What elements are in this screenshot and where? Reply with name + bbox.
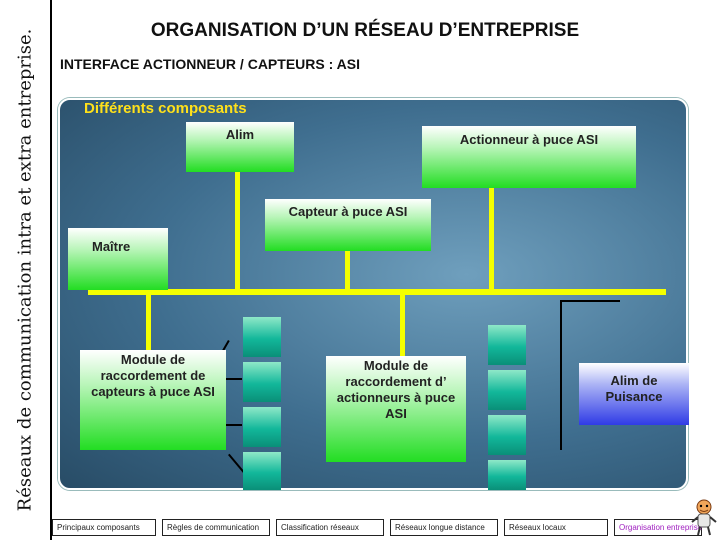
nav-classification-reseaux[interactable]: Classification réseaux [276, 519, 384, 536]
nav-reseaux-longue-distance[interactable]: Réseaux longue distance [390, 519, 498, 536]
alim-puissance-box: Alim de Puisance [579, 363, 689, 425]
bus-drop-module-center [400, 294, 405, 356]
connector-block [488, 370, 526, 410]
main-bus [88, 289, 666, 295]
maitre-box: Maître [68, 228, 168, 290]
bus-drop-alim [235, 172, 240, 292]
connector-block [243, 452, 281, 490]
connector-block [488, 415, 526, 455]
bus-drop-actionneur [489, 188, 494, 292]
footer-nav: Principaux composants Règles de communic… [52, 519, 720, 540]
sidebar-title: Réseaux de communication intra et extra … [14, 28, 36, 512]
connector-block [488, 325, 526, 365]
bus-drop-capteur [345, 236, 350, 292]
nav-principaux-composants[interactable]: Principaux composants [52, 519, 156, 536]
alim-puissance-label: Alim de Puisance [605, 373, 663, 404]
connector-wire-2 [222, 424, 242, 426]
power-wire-vertical [560, 300, 562, 450]
mascot-icon [691, 499, 717, 536]
module-actionneurs-label: Module de raccordement d’ actionneurs à … [336, 358, 456, 421]
actionneur-label: Actionneur à puce ASI [459, 132, 599, 147]
nav-regles-communication[interactable]: Règles de communication [162, 519, 270, 536]
page-title: ORGANISATION D’UN RÉSEAU D’ENTREPRISE [150, 20, 580, 41]
nav-reseaux-locaux[interactable]: Réseaux locaux [504, 519, 608, 536]
connector-block [488, 460, 526, 490]
maitre-label: Maître [92, 239, 131, 254]
page-subtitle: INTERFACE ACTIONNEUR / CAPTEURS : ASI [60, 56, 360, 72]
power-wire-horizontal [560, 300, 620, 302]
capteur-label: Capteur à puce ASI [288, 204, 408, 219]
actionneur-box: Actionneur à puce ASI [422, 126, 636, 188]
alim-label: Alim [225, 127, 255, 142]
module-actionneurs-box: Module de raccordement d’ actionneurs à … [326, 356, 466, 462]
connector-block [243, 407, 281, 447]
module-capteurs-box: Module de raccordement de capteurs à puc… [80, 350, 226, 450]
connector-block [243, 317, 281, 357]
sidebar: Réseaux de communication intra et extra … [0, 0, 52, 540]
diagram-label: Différents composants [84, 100, 247, 117]
module-capteurs-label: Module de raccordement de capteurs à puc… [91, 352, 215, 399]
connector-block [243, 362, 281, 402]
nav-organisation-entreprise[interactable]: Organisation entreprise [614, 519, 702, 536]
alim-box: Alim [186, 122, 294, 172]
bus-drop-module-capteurs [146, 294, 151, 350]
capteur-box: Capteur à puce ASI [265, 199, 431, 251]
connector-wire-1 [222, 378, 242, 380]
